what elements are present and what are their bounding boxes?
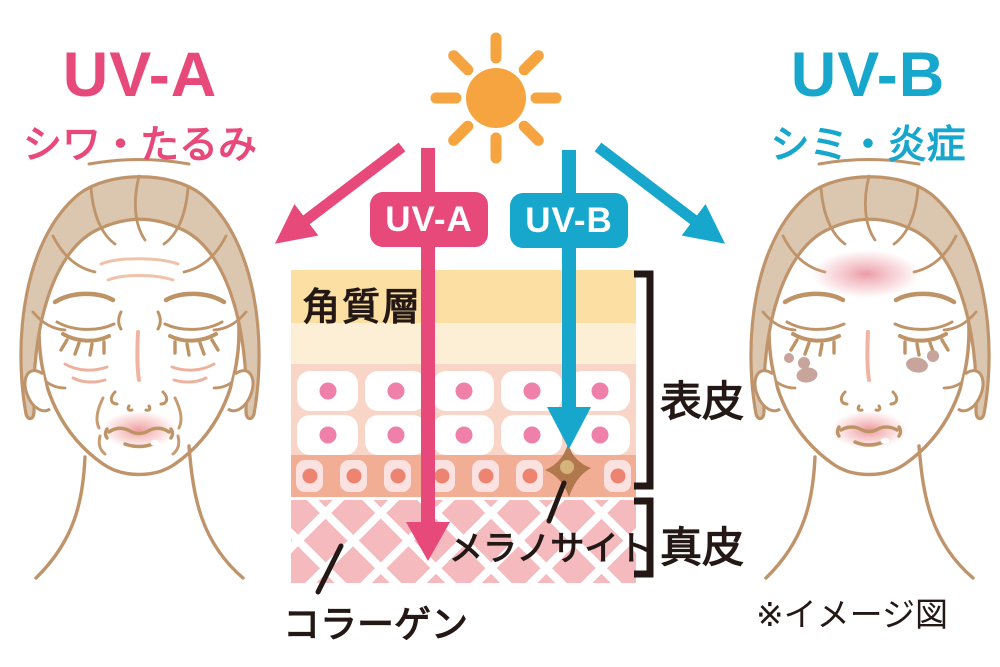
eyebrows (782, 291, 957, 305)
mouth (103, 426, 175, 449)
cell-row (291, 371, 636, 411)
basal-cell (340, 460, 367, 492)
nose-line (865, 330, 871, 382)
neck (34, 444, 245, 580)
ears (753, 369, 985, 413)
skin-cell (365, 415, 426, 455)
hair (749, 175, 991, 421)
lip-shine (150, 440, 160, 446)
under-eye-wrinkles (63, 362, 216, 384)
uva-subtitle: シワ・たるみ (22, 124, 257, 167)
uvb-subtitle: シミ・炎症 (770, 124, 966, 167)
skin-cell (297, 415, 358, 455)
uvb-title: UV-B (790, 40, 946, 110)
nose-line (135, 330, 141, 382)
basal-cell (516, 460, 543, 492)
uva-badge: UV-A (370, 192, 488, 247)
mouth (835, 425, 903, 447)
closed-eyes (55, 320, 224, 357)
dermis-label: 真皮 (660, 524, 745, 571)
skin-cell (433, 415, 494, 455)
sun-icon (430, 32, 562, 164)
basal-cell (384, 460, 411, 492)
layer-upper-epidermis (291, 323, 636, 364)
skin-cell (433, 371, 494, 411)
forehead-inflammation (812, 250, 920, 298)
basal-cell (604, 460, 631, 492)
layer-stratum-corneum: 角質層 (291, 270, 636, 329)
layer-basal (291, 455, 636, 497)
collagen-label: コラーゲン (283, 604, 468, 645)
hair-strands (761, 174, 978, 390)
lip-shine (880, 438, 890, 444)
nostrils (839, 390, 899, 412)
melanocyte-label: メラノサイト (449, 530, 653, 568)
face-aged-illustration (19, 158, 261, 580)
nasolabial-folds (95, 396, 183, 456)
skin-cross-section: 角質層 (291, 270, 636, 583)
skin-cell (569, 371, 630, 411)
frown-lines (117, 310, 162, 331)
mouth-blush (101, 411, 177, 449)
neck (764, 444, 975, 580)
skin-cell (297, 371, 358, 411)
melanocyte-icon (545, 444, 591, 497)
basal-cell (296, 460, 323, 492)
hair (19, 175, 261, 421)
pigment-spots (784, 350, 939, 383)
stratum-corneum-label: 角質層 (302, 287, 423, 329)
basal-cell (428, 460, 455, 492)
uva-title: UV-A (62, 40, 218, 110)
basal-cell (472, 460, 499, 492)
epidermis-bracket (634, 270, 654, 490)
epidermis-label: 表皮 (660, 378, 745, 425)
uvb-badge: UV-B (510, 193, 628, 248)
skin-cell (365, 371, 426, 411)
hair-highlight-arc (87, 158, 191, 166)
ears (23, 369, 255, 413)
layer-dermis (291, 497, 636, 583)
skin-cell (501, 371, 562, 411)
eyebrows (52, 291, 227, 305)
nostrils (109, 390, 169, 412)
face-spots-illustration (749, 158, 991, 580)
uvb-heading: UV-B シミ・炎症 (736, 44, 1000, 170)
uva-heading: UV-A シワ・たるみ (8, 44, 272, 170)
hair-highlight-arc (817, 158, 921, 166)
forehead-wrinkles (99, 257, 180, 282)
image-disclaimer-note: ※イメージ図 (756, 596, 948, 633)
